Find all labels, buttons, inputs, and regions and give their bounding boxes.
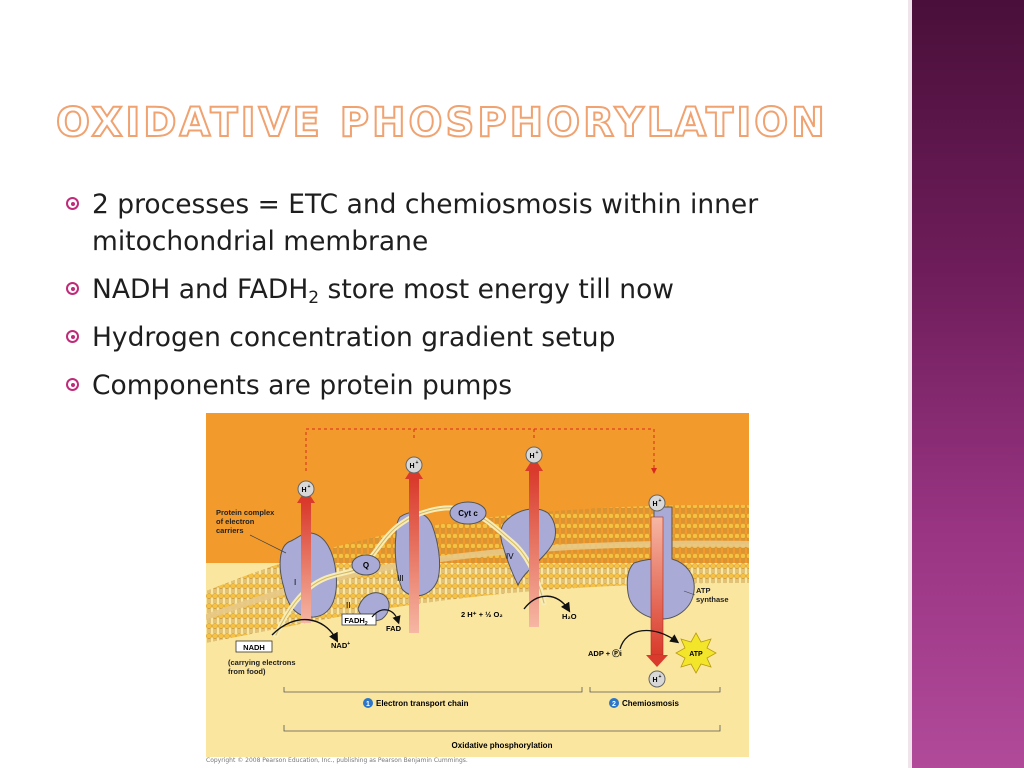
atp-label: ATP (689, 651, 703, 658)
svg-text:H: H (409, 463, 414, 470)
bullet-subscript: 2 (308, 288, 320, 308)
proton-arrow-four (529, 471, 539, 627)
etc-label: Electron transport chain (376, 699, 469, 708)
cyt-c-label: Cyt c (458, 509, 478, 518)
bullet-item: NADH and FADH2 store most energy till no… (64, 271, 834, 308)
svg-text:+: + (659, 498, 662, 504)
slide: Oxidative Phosphorylation 2 processes = … (55, 99, 834, 764)
decorative-sidebar (912, 0, 1024, 768)
svg-text:H: H (652, 501, 657, 508)
sidebar-divider (908, 0, 912, 768)
atp-synthase-label: ATP synthase (696, 586, 729, 604)
bullet-text-end: store most energy till now (319, 274, 674, 305)
proton-ion-three: H + (405, 456, 423, 474)
svg-text:H: H (529, 453, 534, 460)
complex-label-three: III (397, 574, 404, 583)
complex-label-one: I (294, 578, 296, 587)
proton-ion-four: H + (525, 446, 543, 464)
bullet-item: Components are protein pumps (64, 367, 834, 404)
bullet-circle-icon (66, 197, 79, 210)
copyright-note: Copyright © 2008 Pearson Education, Inc.… (206, 757, 468, 764)
oxidative-phosphorylation-diagram: Q Cyt c H + H + H + H + (206, 413, 749, 757)
proton-arrow-one (301, 503, 311, 623)
proton-arrow-three (409, 479, 419, 633)
oxidative-phosphorylation-label: Oxidative phosphorylation (452, 741, 553, 750)
water-label: H₂O (562, 612, 577, 621)
atp-starburst-icon (675, 632, 717, 674)
svg-text:+: + (659, 674, 662, 680)
complex-label-two: II (346, 601, 350, 610)
oxygen-equation: 2 H⁺ + ½ O₂ (461, 610, 503, 619)
svg-text:ATP: ATP (696, 586, 710, 595)
adp-pi-label: ADP + Ⓟi (588, 648, 622, 658)
proton-return-path (305, 428, 657, 474)
cytochrome-c (449, 501, 487, 525)
svg-text:H: H (301, 487, 306, 494)
nad-plus-label: NAD+ (331, 641, 350, 650)
svg-text:1: 1 (366, 701, 370, 708)
step-one-icon (363, 698, 373, 708)
slide-title: Oxidative Phosphorylation (55, 99, 828, 147)
bullet-circle-icon (66, 282, 79, 295)
fadh2-box (341, 613, 377, 626)
bullet-list: 2 processes = ETC and chemiosmosis withi… (64, 186, 834, 415)
ubiquinone-q (351, 554, 381, 576)
svg-text:2: 2 (612, 701, 616, 708)
svg-text:carriers: carriers (216, 526, 244, 535)
svg-text:synthase: synthase (696, 595, 729, 604)
svg-text:Protein complex: Protein complex (216, 508, 275, 517)
nadh-box (235, 640, 273, 653)
bullet-circle-icon (66, 330, 79, 343)
bullet-text: Hydrogen concentration gradient setup (92, 322, 616, 353)
fadh2-label: FADH2 (344, 616, 367, 627)
svg-text:from food): from food) (228, 667, 266, 676)
svg-text:+: + (416, 460, 419, 466)
bullet-item: Hydrogen concentration gradient setup (64, 319, 834, 356)
q-label: Q (363, 561, 369, 570)
complex-label-four: IV (506, 552, 514, 561)
bullet-circle-icon (66, 378, 79, 391)
fad-label: FAD (386, 624, 402, 633)
bullet-text-start: NADH and FADH (92, 274, 309, 305)
inner-membrane (206, 504, 749, 643)
bullet-text: 2 processes = ETC and chemiosmosis withi… (92, 189, 759, 257)
svg-text:H: H (652, 677, 657, 684)
proton-ion-one: H + (297, 480, 315, 498)
svg-text:of electron: of electron (216, 517, 255, 526)
nadh-note: (carrying electrons from food) (228, 658, 296, 676)
protein-complex-label: Protein complex of electron carriers (216, 508, 275, 535)
step-two-icon (609, 698, 619, 708)
bullet-text: Components are protein pumps (92, 370, 513, 401)
atp-synthase-proton-arrow (650, 516, 664, 656)
svg-text:(carrying electrons: (carrying electrons (228, 658, 296, 667)
bullet-item: 2 processes = ETC and chemiosmosis withi… (64, 186, 834, 260)
proton-ion-synthase-bottom: H + (648, 670, 666, 688)
svg-text:+: + (308, 484, 311, 490)
proton-ion-synthase-top: H + (648, 494, 666, 512)
svg-text:+: + (536, 450, 539, 456)
nadh-label: NADH (243, 643, 265, 652)
chemiosmosis-label: Chemiosmosis (622, 699, 679, 708)
